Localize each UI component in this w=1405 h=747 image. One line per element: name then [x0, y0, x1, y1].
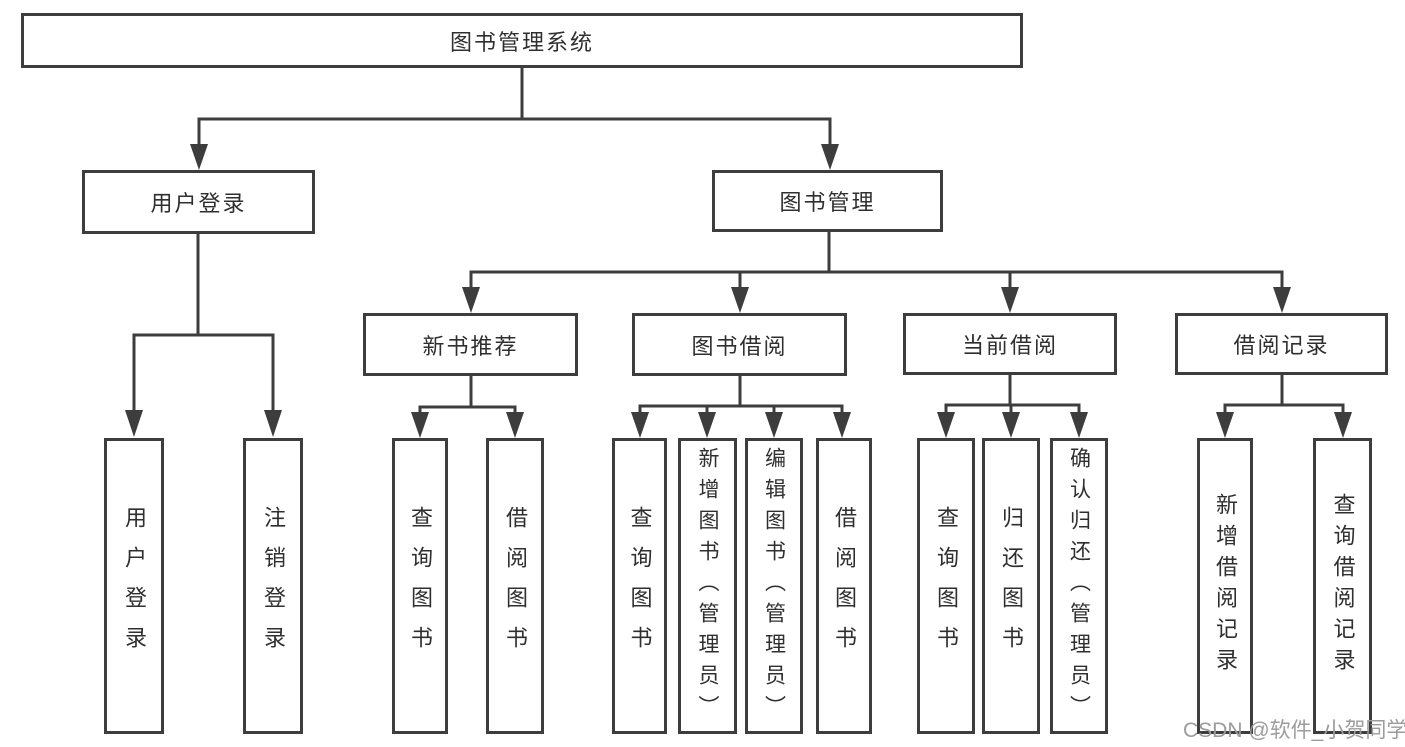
node-user-login: 用户登录: [82, 170, 315, 234]
leaf-bb-add-books-admin: 新增图书（管理员）: [678, 438, 737, 734]
node-library-system: 图书管理系统: [21, 13, 1023, 68]
node-borrow-records: 借阅记录: [1175, 313, 1388, 375]
node-current-borrow: 当前借阅: [903, 313, 1117, 375]
leaf-cb-confirm-return-admin: 确认归还（管理员）: [1050, 438, 1108, 734]
leaf-nb-query-books: 查询图书: [392, 438, 448, 734]
leaf-bb-query-books: 查询图书: [612, 438, 667, 734]
leaf-bb-edit-books-admin: 编辑图书（管理员）: [745, 438, 803, 734]
leaf-cb-query-books: 查询图书: [917, 438, 975, 734]
watermark: CSDN @软件_小贺同学: [1183, 719, 1405, 742]
leaf-bb-borrow-books: 借阅图书: [816, 438, 872, 734]
leaf-logout: 注销登录: [243, 438, 303, 734]
node-new-book-recommend: 新书推荐: [363, 313, 578, 376]
node-book-borrow: 图书借阅: [632, 313, 847, 376]
leaf-br-query-record: 查询借阅记录: [1313, 438, 1372, 734]
node-book-management: 图书管理: [712, 170, 943, 232]
leaf-cb-return-books: 归还图书: [982, 438, 1040, 734]
leaf-nb-borrow-books: 借阅图书: [486, 438, 544, 734]
leaf-br-add-record: 新增借阅记录: [1197, 438, 1253, 734]
leaf-user-login: 用户登录: [104, 438, 164, 734]
